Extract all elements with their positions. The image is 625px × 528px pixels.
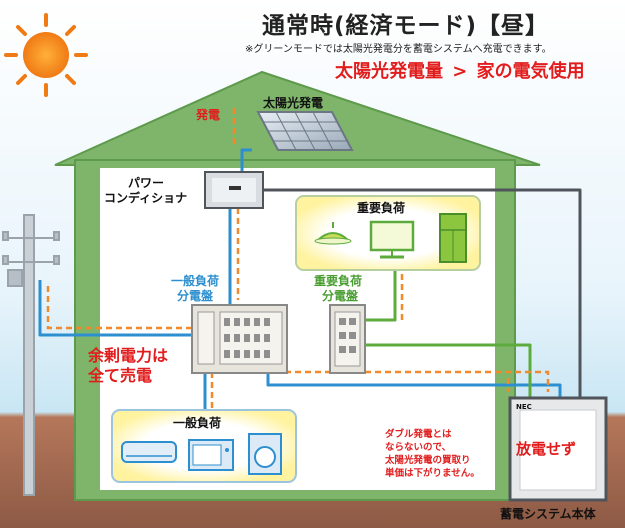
double-note-line3: 太陽光発電の買取り — [385, 455, 471, 466]
wire-gray — [250, 188, 582, 400]
page-title: 通常時(経済モード)【昼】 — [262, 13, 550, 39]
battery-unit-label: 蓄電システム本体 — [500, 507, 596, 521]
general-loads-label: 一般負荷 — [173, 416, 222, 430]
double-note-line2: ならないので、 — [385, 442, 452, 453]
headline-comparison: 太陽光発電量 > 家の電気使用 — [335, 57, 585, 83]
surplus-line1: 余剰電力は — [88, 346, 169, 365]
power-conditioner-label-line1: パワー — [128, 176, 165, 190]
solar-panel-label: 太陽光発電 — [263, 96, 324, 110]
critical-panel-label-line1: 重要負荷 — [314, 274, 363, 288]
ceiling-light-icon — [314, 222, 352, 245]
surplus-line2: 全て売電 — [88, 366, 153, 385]
double-note-line4: 単価は下がりません。 — [385, 468, 480, 479]
battery-brand-logo: NEC — [516, 403, 532, 411]
general-panel-label-line1: 一般負荷 — [171, 274, 220, 288]
double-note-line1: ダブル発電とは — [385, 429, 452, 440]
refrigerator-icon — [439, 213, 467, 263]
power-conditioner-label-line2: コンディショナ — [104, 191, 188, 205]
flow-to-grid — [46, 282, 192, 330]
generation-label: 発電 — [196, 108, 221, 122]
wire-critical-battery — [350, 343, 532, 400]
headline-house-usage: 家の電気使用 — [476, 61, 585, 82]
surplus-sale-label: 余剰電力は 全て売電 — [88, 346, 168, 386]
tv-icon — [369, 220, 415, 259]
wire-solar — [240, 148, 252, 175]
general-panel-label-line2: 分電盤 — [177, 289, 214, 303]
microwave-icon — [188, 439, 234, 471]
critical-distribution-panel-icon — [329, 304, 366, 374]
battery-unit-icon — [508, 396, 608, 502]
general-distribution-panel-icon — [191, 304, 288, 374]
general-loads-box — [111, 409, 297, 483]
utility-pole-icon — [2, 214, 60, 496]
washing-machine-icon — [248, 433, 282, 475]
headline-solar: 太陽光発電量 — [335, 61, 443, 82]
no-discharge-label: 放電せず — [516, 440, 577, 458]
critical-loads-box — [295, 195, 481, 271]
wire-battery — [266, 365, 562, 400]
double-generation-note: ダブル発電とは ならないので、 太陽光発電の買取り 単価は下がりません。 — [385, 428, 480, 480]
critical-loads-label: 重要負荷 — [357, 201, 406, 215]
critical-panel-label-line2: 分電盤 — [322, 289, 359, 303]
green-mode-note: ※グリーンモードでは太陽光発電分を蓄電システムへ充電できます。 — [245, 44, 552, 55]
greater-than-symbol: > — [452, 61, 468, 82]
power-conditioner-icon — [204, 171, 264, 209]
air-conditioner-icon — [121, 441, 177, 463]
solar-panel-icon — [256, 111, 354, 151]
sun-icon — [4, 13, 88, 97]
wire-grid — [38, 280, 195, 337]
